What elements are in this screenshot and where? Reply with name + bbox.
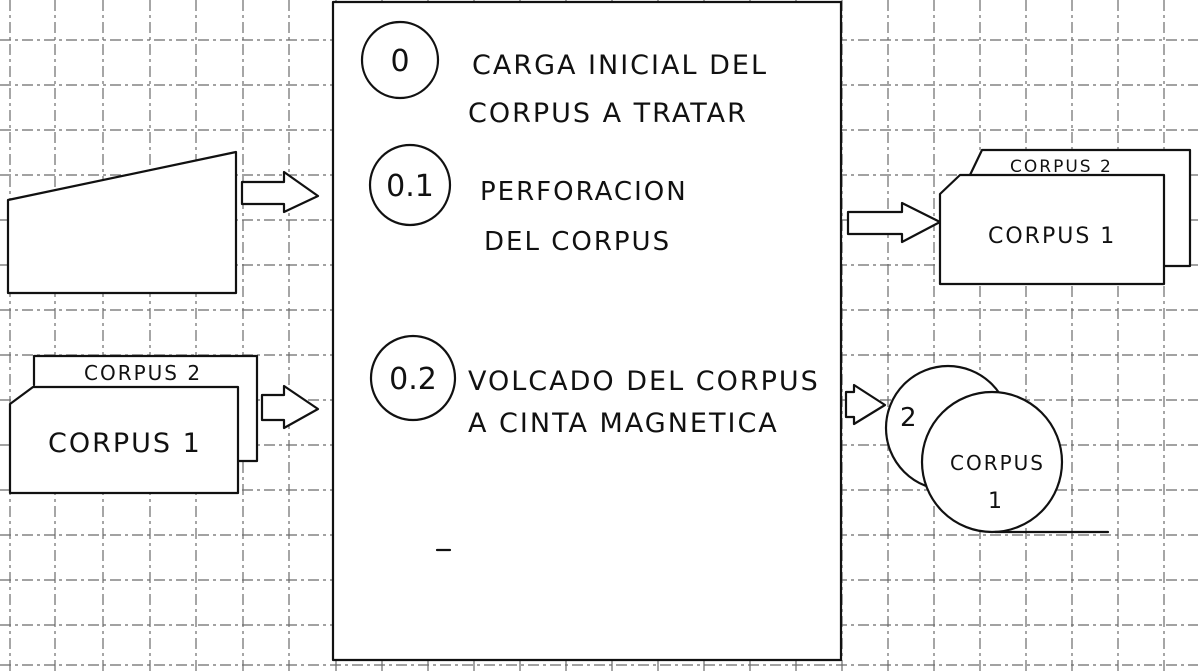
step-0-2-line2: A CINTA MAGNETICA: [468, 408, 779, 439]
arrow-box-to-tape-icon: [844, 383, 887, 426]
input-card-back-label: CORPUS 2: [84, 361, 202, 385]
input-card-front-label: CORPUS 1: [48, 428, 202, 459]
tape-reel-front-label-2: 1: [988, 489, 1004, 514]
step-0-2-line1: VOLCADO DEL CORPUS: [468, 366, 820, 397]
step-0-2-number: 0.2: [389, 362, 437, 397]
step-0-1-number: 0.1: [386, 169, 434, 204]
process-box: [331, 0, 843, 662]
magnetic-tape: 2 CORPUS 1: [884, 364, 1110, 534]
tape-reel-front: [920, 390, 1064, 534]
arrow-manual-input-to-box-icon: [240, 170, 320, 214]
step-0-line1: CARGA INICIAL DEL: [472, 50, 768, 81]
arrow-box-to-output-cards-icon: [846, 201, 942, 244]
arrow-cards-to-box-icon: [260, 384, 320, 430]
manual-input-shape: [6, 150, 238, 295]
step-0: 0 CARGA INICIAL DEL CORPUS A TRATAR: [360, 20, 768, 129]
step-0-bubble: [360, 20, 440, 100]
input-card-front: [8, 385, 240, 495]
step-0-1-line1: PERFORACION: [480, 177, 688, 207]
output-card-front-label: CORPUS 1: [988, 224, 1116, 249]
step-0-line2: CORPUS A TRATAR: [468, 98, 748, 129]
step-0-2-bubble: [369, 334, 457, 422]
tape-reel-front-label-1: CORPUS: [950, 451, 1045, 475]
input-card-deck: CORPUS 2 CORPUS 1: [8, 354, 259, 495]
step-0-1-bubble: [368, 143, 452, 227]
tape-reel-back-label: 2: [900, 403, 919, 433]
output-card-deck: CORPUS 2 CORPUS 1: [938, 148, 1192, 286]
step-0-1: 0.1 PERFORACION DEL CORPUS: [368, 143, 688, 257]
output-card-front: [938, 173, 1166, 286]
step-0-1-line2: DEL CORPUS: [484, 227, 671, 257]
output-card-back-label: CORPUS 2: [1010, 157, 1113, 177]
step-0-2: 0.2 VOLCADO DEL CORPUS A CINTA MAGNETICA: [369, 334, 820, 439]
step-0-number: 0: [390, 44, 409, 79]
